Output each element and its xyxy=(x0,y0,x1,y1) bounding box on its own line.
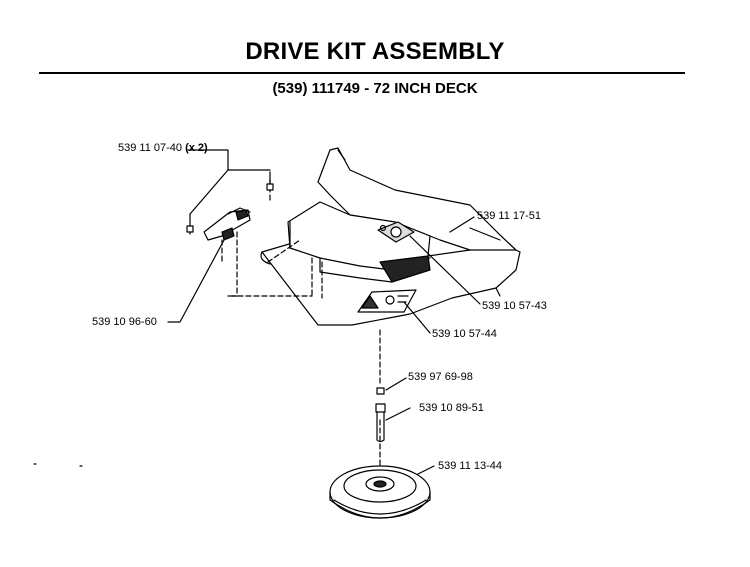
label-nut: 539 97 69-98 xyxy=(408,371,473,383)
bolt-left xyxy=(186,213,194,235)
bolt-upper xyxy=(266,171,274,191)
decal-cover xyxy=(377,221,415,243)
label-decal-deck: 539 10 57-44 xyxy=(432,328,497,340)
label-decal-cover: 539 10 57-43 xyxy=(482,300,547,312)
label-spacer: 539 10 89-51 xyxy=(419,402,484,414)
page-subtitle: (539) 111749 - 72 INCH DECK xyxy=(272,80,478,97)
bracket-part xyxy=(203,207,251,241)
nut-part xyxy=(376,387,385,395)
pulley-part xyxy=(329,465,431,519)
leader-lines xyxy=(167,149,481,477)
label-bracket: 539 10 96-60 xyxy=(92,316,157,328)
label-pulley: 539 11 13-44 xyxy=(438,460,502,472)
page-title: DRIVE KIT ASSEMBLY xyxy=(245,38,505,65)
spacer-part xyxy=(375,403,386,443)
label-cover: 539 11 17-51 xyxy=(477,210,541,222)
stray-marks xyxy=(33,463,83,467)
label-screw: 539 11 07-40 (x 2) xyxy=(118,142,208,154)
cover-housing xyxy=(287,147,517,283)
title-rule xyxy=(39,72,685,74)
decal-deck xyxy=(357,289,417,313)
